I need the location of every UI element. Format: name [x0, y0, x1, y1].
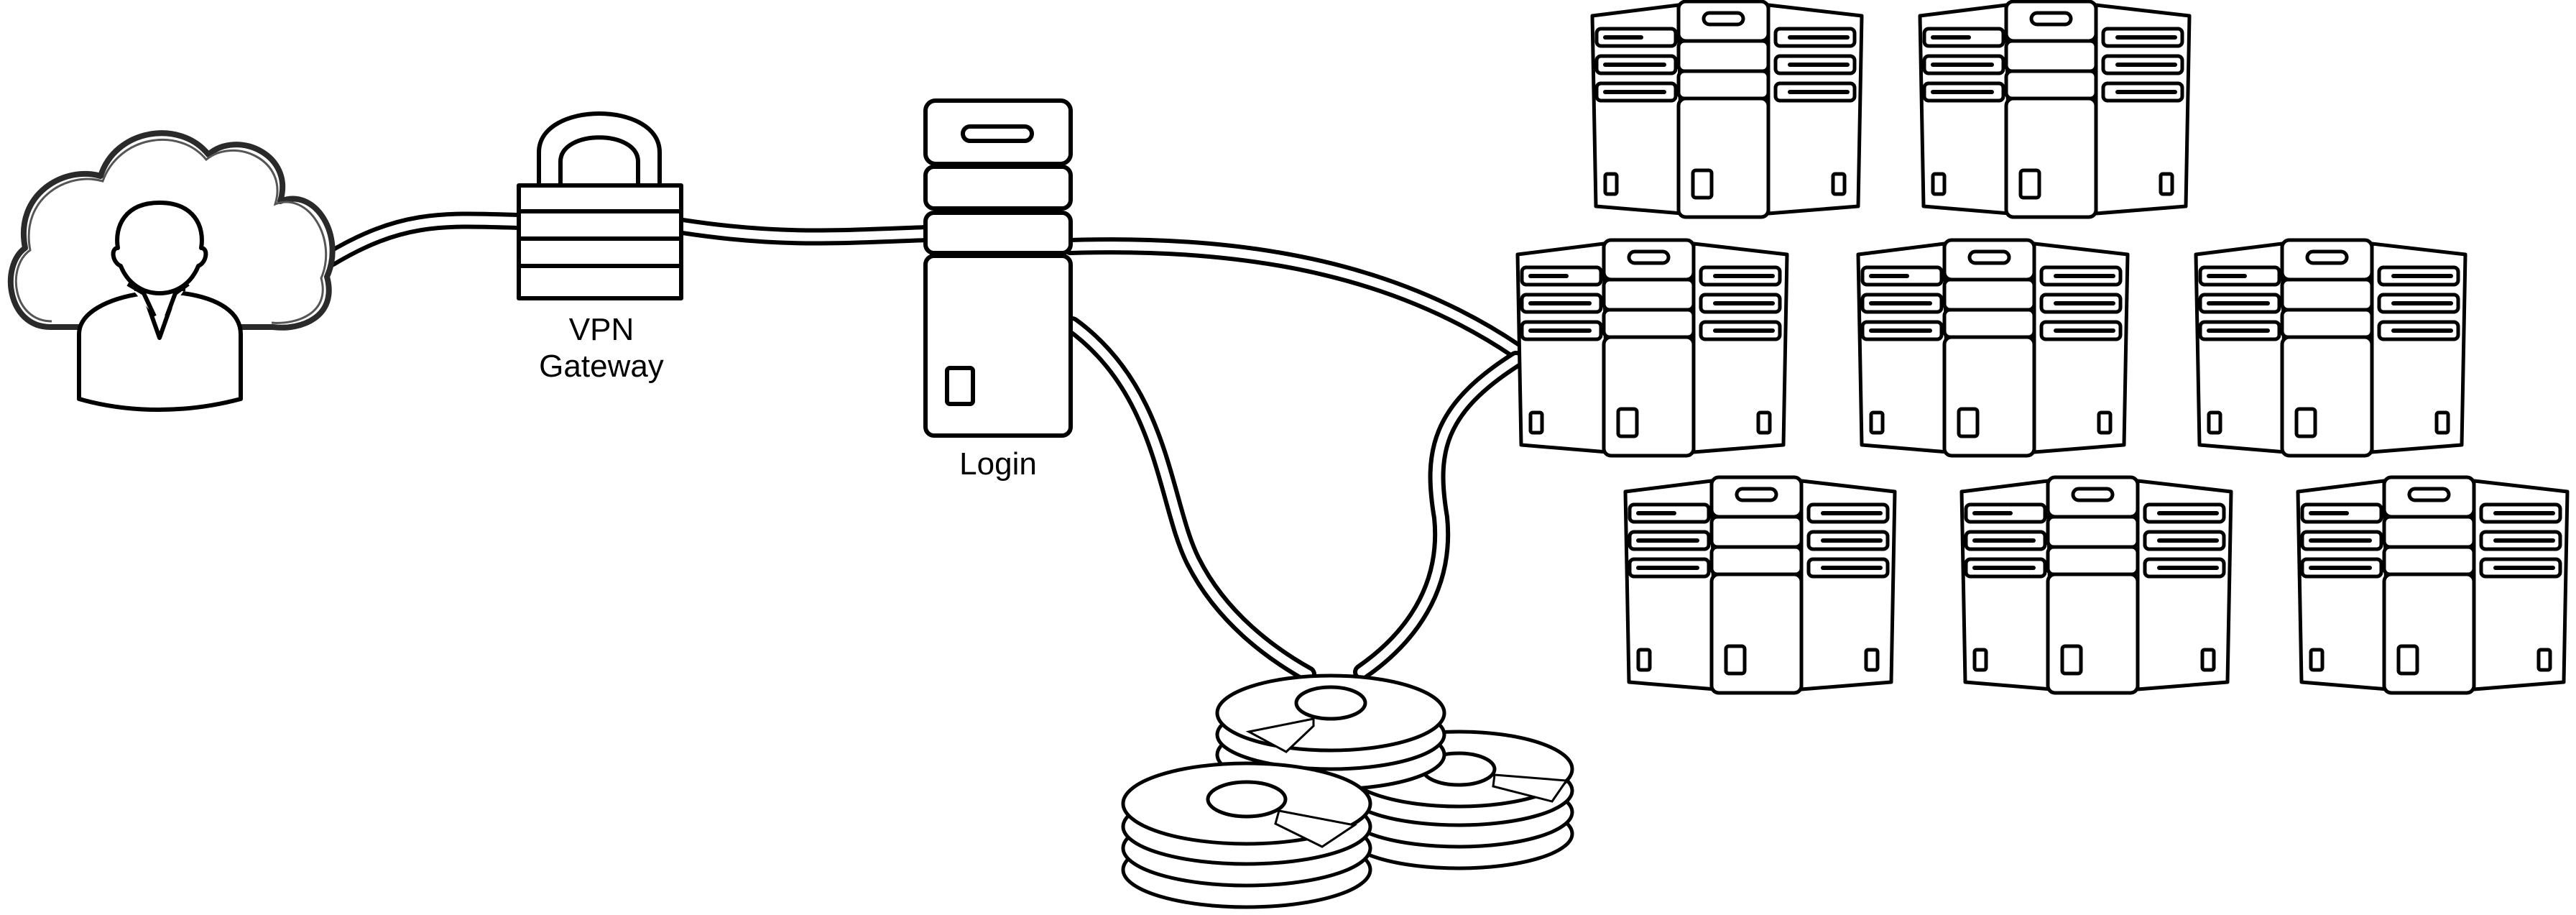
server-rack-icon	[1962, 477, 2231, 693]
cable-links	[322, 211, 1525, 683]
server-group-5	[2196, 240, 2465, 456]
server-group-6	[1625, 477, 1895, 693]
storage-icon	[1121, 673, 1574, 909]
server-rack-icon	[2196, 240, 2465, 456]
login-server-icon	[923, 98, 1073, 438]
user-icon	[77, 201, 243, 412]
server-group-4	[1858, 240, 2128, 456]
disk-stack-right	[1343, 730, 1574, 870]
server-group-8	[2298, 477, 2567, 693]
vpn-label-line2: Gateway	[539, 349, 664, 384]
compute-cluster	[1518, 1, 2567, 693]
cable-login-storage	[1063, 316, 1316, 683]
disk-stack-left	[1121, 761, 1372, 909]
user-cloud-icon	[7, 130, 336, 412]
server-group-2	[1920, 1, 2189, 217]
server-group-3	[1518, 240, 1787, 456]
vpn-gateway-icon	[517, 111, 683, 300]
server-rack-icon	[1592, 1, 1862, 217]
server-rack-icon	[1625, 477, 1895, 693]
server-group-7	[1962, 477, 2231, 693]
server-rack-icon	[1858, 240, 2128, 456]
login-label: Login	[959, 446, 1037, 482]
server-rack-icon	[1518, 240, 1787, 456]
server-rack-icon	[2298, 477, 2567, 693]
vpn-label-line1: VPN	[569, 312, 634, 347]
server-group-1	[1592, 1, 1862, 217]
server-rack-icon	[1920, 1, 2189, 217]
